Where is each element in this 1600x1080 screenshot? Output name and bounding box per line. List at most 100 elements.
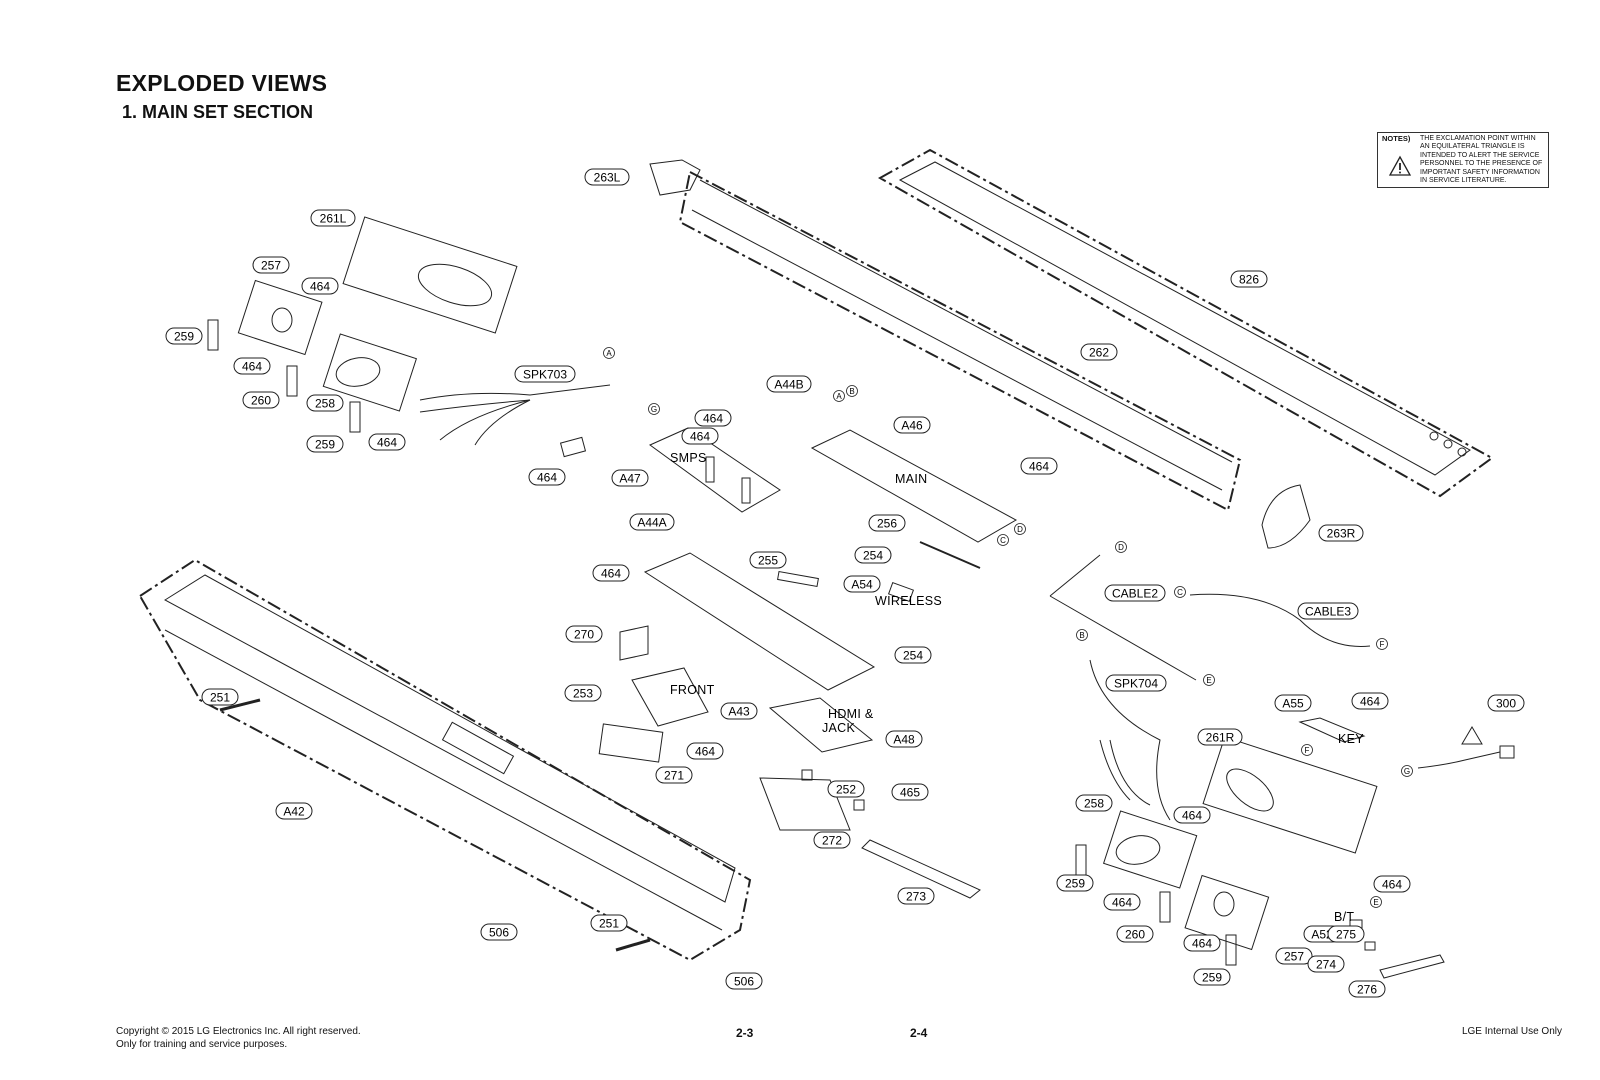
svg-text:B: B (1079, 631, 1084, 640)
callout-text: 263R (1327, 527, 1356, 541)
board-label-hdmi: HDMI & (828, 707, 874, 721)
svg-text:E: E (1206, 676, 1211, 685)
callout-text: A44A (637, 516, 666, 530)
callout-464: 464 (1183, 934, 1221, 952)
connector-d: D (1014, 523, 1026, 535)
callout-259: 259 (306, 435, 344, 453)
callout-258: 258 (306, 394, 344, 412)
callout-text: 271 (664, 769, 684, 783)
callout-251: 251 (590, 914, 628, 932)
callout-text: 252 (836, 783, 856, 797)
callout-464: 464 (1173, 806, 1211, 824)
notes-text: THE EXCLAMATION POINT WITHIN AN EQUILATE… (1420, 135, 1543, 185)
callout-a44b: A44B (766, 375, 812, 393)
callout-text: 256 (877, 517, 897, 531)
callout-text: 260 (1125, 928, 1145, 942)
callout-464: 464 (528, 468, 566, 486)
callout-a47: A47 (611, 469, 649, 487)
connector-e: E (1370, 896, 1382, 908)
callout-506: 506 (725, 972, 763, 990)
callout-255: 255 (749, 551, 787, 569)
callout-464: 464 (233, 357, 271, 375)
callout-a44a: A44A (629, 513, 675, 531)
main-board (810, 429, 1018, 543)
smps-board (649, 427, 781, 513)
callout-text: CABLE2 (1112, 587, 1158, 601)
connector-b: B (846, 385, 858, 397)
callout-259: 259 (1193, 968, 1231, 986)
callout-text: 464 (1112, 896, 1132, 910)
svg-text:C: C (1000, 536, 1006, 545)
svg-text:F: F (1305, 746, 1310, 755)
callout-253: 253 (564, 684, 602, 702)
callout-a54: A54 (843, 575, 881, 593)
callout-text: A42 (283, 805, 305, 819)
callout-text: 300 (1496, 697, 1516, 711)
speaker-box-right (1202, 736, 1378, 854)
callout-252: 252 (827, 780, 865, 798)
notes-label: NOTES) (1382, 134, 1411, 143)
callout-cable2: CABLE2 (1104, 584, 1166, 602)
callout-text: 260 (251, 394, 271, 408)
callout-464: 464 (1373, 875, 1411, 893)
callout-a46: A46 (893, 416, 931, 434)
callout-text: 464 (1029, 460, 1049, 474)
connector-c: C (997, 534, 1009, 546)
callout-text: 464 (703, 412, 723, 426)
page-number-right: 2-4 (910, 1026, 928, 1040)
board-label-front: FRONT (670, 683, 715, 697)
connector-c: C (1174, 586, 1186, 598)
callout-262: 262 (1080, 343, 1118, 361)
callout-text: 275 (1336, 928, 1356, 942)
connector-b: B (1076, 629, 1088, 641)
copyright-line-1: Copyright © 2015 LG Electronics Inc. All… (116, 1026, 361, 1037)
callout-text: 254 (863, 549, 883, 563)
svg-text:E: E (1373, 898, 1378, 907)
callout-text: 251 (599, 917, 619, 931)
callout-465: 465 (891, 783, 929, 801)
callout-text: 259 (1065, 877, 1085, 891)
callout-261r: 261R (1197, 728, 1243, 746)
callout-text: A48 (893, 733, 915, 747)
callout-464: 464 (592, 564, 630, 582)
callout-text: 465 (900, 786, 920, 800)
callout-text: 464 (242, 360, 262, 374)
callout-text: 276 (1357, 983, 1377, 997)
svg-text:A: A (836, 392, 842, 401)
callout-text: 259 (174, 330, 194, 344)
callout-text: 506 (734, 975, 754, 989)
callout-text: A54 (851, 578, 873, 592)
copyright-line-2: Only for training and service purposes. (116, 1039, 288, 1050)
svg-text:G: G (1404, 767, 1410, 776)
bottom-chassis-outline (138, 558, 752, 962)
callout-464: 464 (301, 277, 339, 295)
callout-259: 259 (1056, 874, 1094, 892)
callout-251: 251 (201, 688, 239, 706)
callout-text: A43 (728, 705, 750, 719)
callout-text: 259 (315, 438, 335, 452)
svg-text:F: F (1380, 640, 1385, 649)
svg-text:D: D (1118, 543, 1124, 552)
callout-text: 261R (1206, 731, 1235, 745)
connector-g: G (648, 403, 660, 415)
callout-270: 270 (565, 625, 603, 643)
svg-text:D: D (1017, 525, 1023, 534)
callout-257: 257 (1275, 947, 1313, 965)
callout-275: 275 (1327, 925, 1365, 943)
callout-300: 300 (1487, 694, 1525, 712)
callout-text: 826 (1239, 273, 1259, 287)
callout-464: 464 (686, 742, 724, 760)
callout-464: 464 (694, 409, 732, 427)
callout-text: 464 (690, 430, 710, 444)
hdmi-board (768, 697, 874, 753)
end-cap-right (1261, 484, 1311, 549)
callout-256: 256 (868, 514, 906, 532)
callout-263r: 263R (1318, 524, 1364, 542)
board-label-jack: JACK (822, 721, 856, 735)
callout-text: A44B (774, 378, 803, 392)
callout-spk704: SPK704 (1105, 674, 1167, 692)
